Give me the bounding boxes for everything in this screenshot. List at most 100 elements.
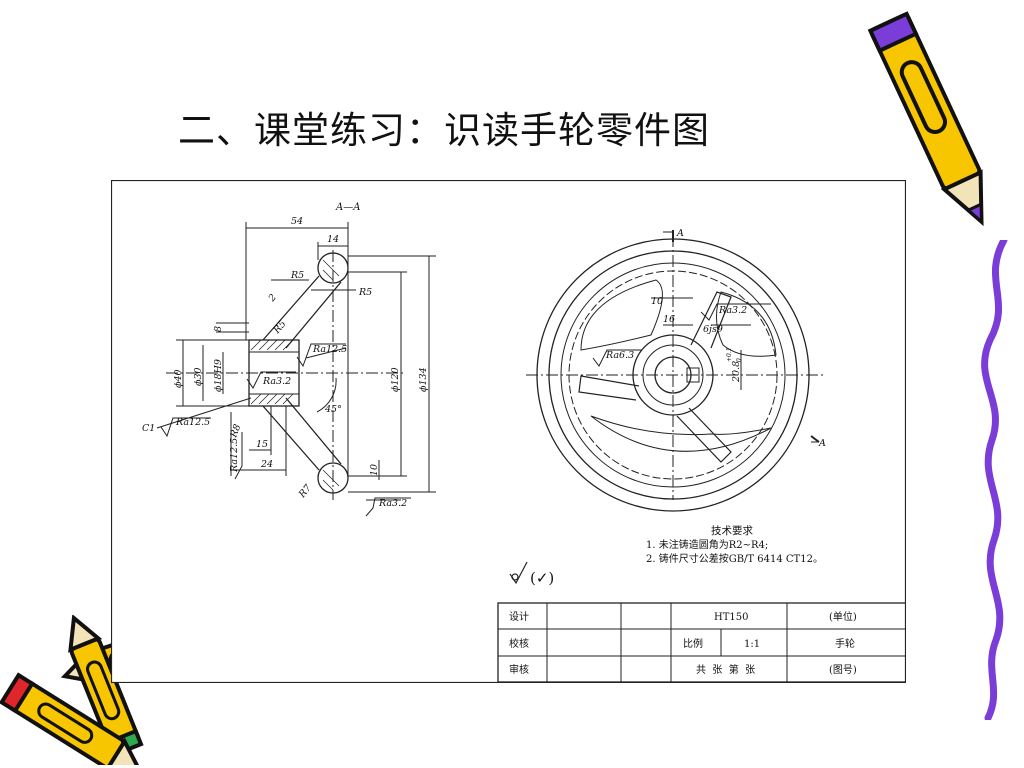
tb-sheets: 共 张 第 张 — [696, 663, 755, 676]
dim-r8: R8 — [228, 423, 243, 440]
drawing-stroke — [642, 344, 704, 406]
roughness-ra12-5-a: Ra12.5 — [312, 344, 347, 355]
drawing-stroke — [700, 303, 771, 321]
drawing-stroke — [654, 356, 692, 394]
section-label: A—A — [335, 202, 360, 213]
dim-phi30: ϕ30 — [193, 367, 204, 386]
slide-title: 二、课堂练习：识读手轮零件图 — [178, 109, 710, 152]
drawing-stroke: A A 10 16 6js9 20.8 +0.1 0 Ra3.2 Ra6.3 — [605, 228, 826, 449]
tech-requirements-title: 技术要求 — [711, 524, 753, 537]
drawing-stroke — [258, 393, 270, 405]
drawing-stroke — [37, 702, 94, 744]
drawing-stroke — [632, 334, 714, 416]
drawing-stroke — [250, 393, 262, 405]
dim-14: 14 — [327, 234, 339, 245]
drawing-stroke — [68, 615, 103, 653]
drawing-stroke — [250, 259, 340, 491]
tech-requirements: 技术要求 1. 未注铸造圆角为R2~R4; 2. 铸件尺寸公差按GB/T 641… — [646, 524, 823, 565]
drawing-stroke — [867, 11, 984, 227]
drawing-stroke — [592, 349, 641, 367]
tb-material: HT150 — [714, 612, 748, 623]
drawing-stroke — [981, 240, 1008, 720]
drawing-stroke: Ra12.5 Ra3.2 Ra12.5 Ra12.5 Ra3.2 — [175, 344, 407, 509]
drawing-stroke — [246, 371, 296, 389]
drawing-stroke — [568, 270, 778, 480]
drawing-stroke — [266, 393, 278, 405]
squiggle-decoration — [981, 240, 1008, 720]
drawing-stroke — [316, 377, 337, 413]
title-block-text: 设计 校核 审核 HT150 (单位) 比例 1:1 手轮 共 张 第 张 (图… — [509, 610, 857, 676]
dim-10: 10 — [369, 464, 380, 476]
tb-checked: 校核 — [509, 637, 529, 650]
dim-phi18h9: ϕ18H9 — [213, 359, 224, 392]
drawing-stroke — [322, 469, 340, 487]
tb-scale-value: 1:1 — [744, 639, 760, 650]
dim-24: 24 — [260, 459, 273, 470]
section-view-labels: 54 14 R5 R5 R5 2 8 ϕ40 ϕ30 ϕ18H9 ϕ120 ϕ1… — [142, 216, 429, 501]
dim-8: 8 — [213, 326, 224, 332]
drawing-stroke — [676, 407, 732, 463]
drawing-stroke — [282, 393, 294, 405]
drawing-stroke — [578, 375, 640, 401]
front-dim-6js9: 6js9 — [703, 324, 723, 335]
drawing-stroke — [296, 343, 346, 368]
dim-r5-b: R5 — [358, 287, 372, 298]
drawing-stroke — [248, 339, 300, 407]
drawing-stroke — [716, 291, 777, 357]
pencil-icon — [867, 11, 984, 227]
drawing-stroke — [322, 259, 340, 277]
front-dim-20-8: 20.8 — [731, 361, 742, 383]
front-view — [526, 230, 826, 512]
general-roughness-text: (✓) — [530, 569, 554, 587]
drawing-stroke — [965, 201, 984, 226]
front-dim-10: 10 — [651, 296, 663, 307]
drawing-stroke — [86, 660, 121, 721]
front-dim-16: 16 — [663, 314, 675, 325]
section-view-roughness — [160, 343, 411, 517]
dim-15: 15 — [256, 439, 268, 450]
drawing-stroke — [690, 291, 732, 349]
tb-drawing-no: (图号) — [829, 664, 857, 676]
general-roughness-symbol — [509, 561, 528, 585]
drawing-stroke — [810, 435, 820, 443]
section-mark-bottom: A — [818, 438, 826, 449]
drawing-stroke — [322, 479, 334, 491]
drawing-stroke — [262, 405, 320, 471]
title-block — [497, 602, 906, 683]
drawing-stroke — [867, 11, 919, 54]
tb-designed: 设计 — [509, 610, 529, 623]
dim-phi40: ϕ40 — [173, 369, 184, 388]
dim-r5-a: R5 — [290, 270, 304, 281]
front-roughness-ra6-3: Ra6.3 — [605, 350, 634, 361]
roughness-ra3-2-a: Ra3.2 — [262, 376, 291, 387]
tb-scale-label: 比例 — [683, 637, 703, 650]
drawing-stroke — [250, 339, 262, 351]
tb-unit: (单位) — [829, 610, 857, 623]
drawing-stroke — [258, 339, 270, 351]
front-dim-tol-lower: 0 — [736, 358, 743, 362]
section-mark-top: A — [676, 228, 684, 239]
drawing-stroke — [365, 497, 411, 517]
drawing-stroke — [305, 347, 347, 359]
drawing-frame — [111, 180, 906, 683]
drawing-stroke — [274, 393, 286, 405]
drawing-stroke — [899, 60, 947, 134]
roughness-ra12-5-b: Ra12.5 — [175, 417, 210, 428]
tb-approved: 审核 — [509, 663, 529, 676]
drawing-stroke — [104, 737, 143, 765]
drawing-stroke — [511, 573, 519, 581]
drawing-stroke — [156, 397, 252, 429]
drawing-stroke — [322, 269, 334, 281]
drawing-stroke — [285, 397, 342, 465]
drawing-stroke — [560, 262, 786, 488]
chamfer-c1: C1 — [142, 423, 155, 434]
tech-requirement-2: 2. 铸件尺寸公差按GB/T 6414 CT12。 — [646, 552, 823, 565]
drawing-stroke — [285, 281, 342, 349]
drawing-stroke — [548, 250, 798, 500]
handwheel-drawing: A—A — [111, 180, 906, 683]
drawing-stroke — [262, 275, 320, 341]
dim-54: 54 — [291, 216, 303, 227]
dim-angle-45: 45° — [324, 404, 342, 415]
drawing-stroke — [686, 367, 700, 383]
section-view-a-a: A—A — [156, 202, 436, 501]
